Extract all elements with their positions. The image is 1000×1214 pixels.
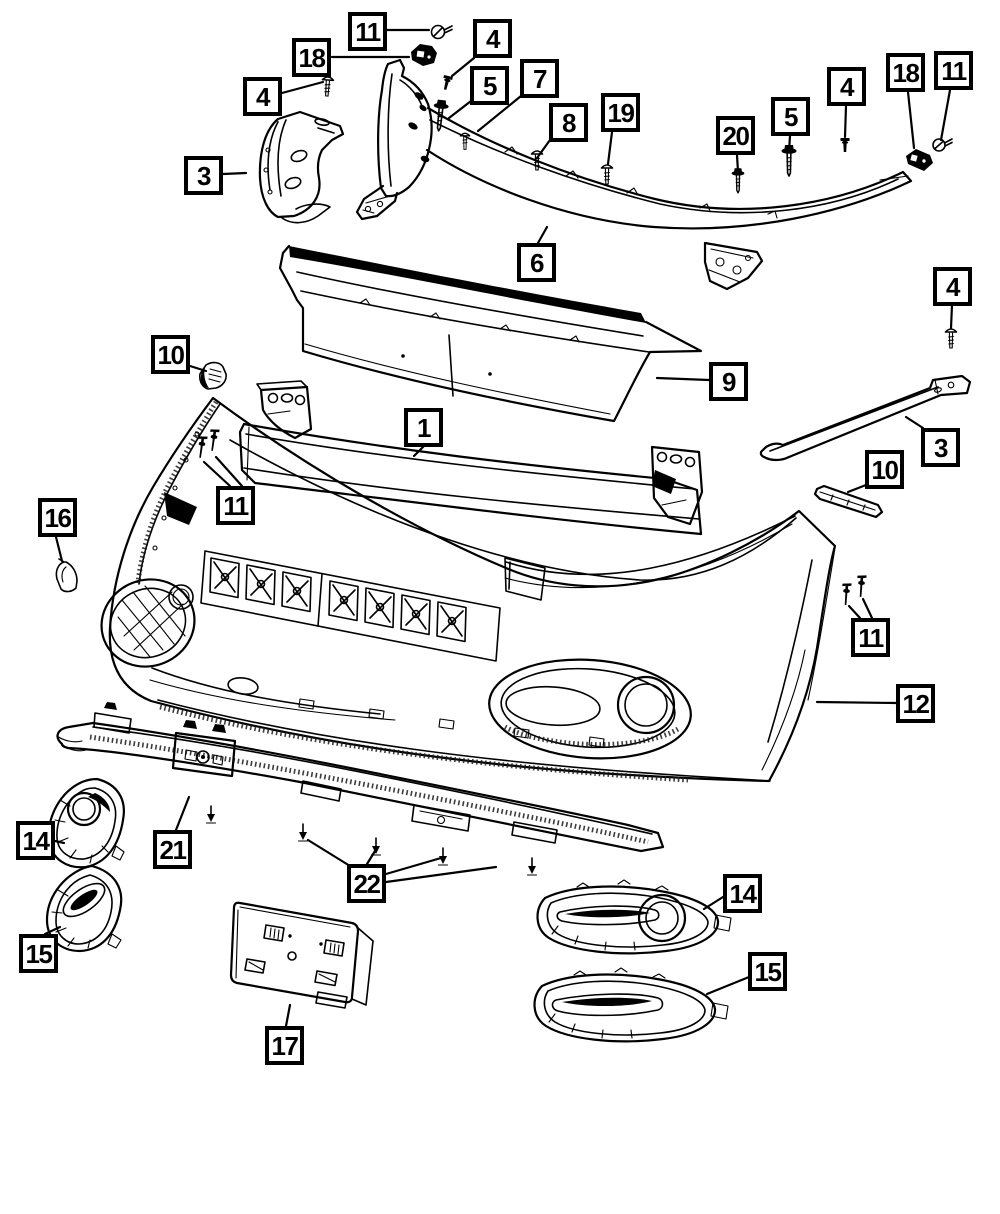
callout-11: 11 (934, 51, 973, 90)
part-fog-bezel-open-left (47, 777, 125, 869)
part-upper-fascia (355, 58, 913, 291)
callout-19: 19 (601, 93, 640, 132)
part-fog-bezel-closed-right (533, 967, 729, 1043)
push-pin-11 (857, 575, 867, 598)
callout-5: 5 (771, 97, 810, 136)
cap-16 (55, 558, 78, 593)
callout-12: 12 (896, 684, 935, 723)
bolt-5-right (781, 145, 797, 177)
screw-11-icon-left (430, 24, 453, 40)
hardware (55, 24, 958, 876)
part-license-bracket (229, 901, 374, 1009)
screw-4-dark-right (840, 138, 850, 152)
callout-20: 20 (716, 116, 755, 155)
part-sight-shield-strip (813, 484, 884, 519)
push-pin-11 (198, 436, 208, 458)
clip-10-left (199, 361, 227, 390)
arrow-pin-22 (370, 837, 382, 856)
part-front-fascia (100, 396, 837, 783)
callout-11: 11 (348, 12, 387, 51)
screw-4-dark-left (443, 74, 453, 90)
callout-4: 4 (473, 19, 512, 58)
callout-8: 8 (549, 103, 588, 142)
screw-pan-19 (600, 164, 614, 185)
callout-4: 4 (243, 77, 282, 116)
callout-18: 18 (292, 38, 331, 77)
part-side-bracket-left (258, 110, 345, 224)
callout-16: 16 (38, 498, 77, 537)
clip-18-left (411, 44, 437, 66)
callout-9: 9 (709, 362, 748, 401)
part-fog-bezel-open-right (536, 879, 732, 955)
callout-18: 18 (886, 53, 925, 92)
screw-pan-4-far-right (944, 328, 958, 349)
push-pin-11 (210, 429, 220, 451)
part-impact-bar (238, 380, 704, 536)
callout-14: 14 (723, 874, 762, 913)
callout-1: 1 (404, 408, 443, 447)
part-lower-valance (56, 702, 665, 853)
callout-15: 15 (19, 934, 58, 973)
screw-pan-4-left (321, 76, 335, 97)
callout-3: 3 (184, 156, 223, 195)
part-support-strip-right (759, 374, 972, 462)
callout-11: 11 (851, 618, 890, 657)
callout-7: 7 (520, 59, 559, 98)
callout-10: 10 (151, 335, 190, 374)
callout-4: 4 (827, 67, 866, 106)
part-fog-bezel-closed-left (45, 864, 123, 953)
screw-11-icon-right (932, 138, 953, 152)
arrow-pin-22 (205, 805, 217, 824)
callout-14: 14 (16, 821, 55, 860)
leader-lines (43, 28, 954, 1028)
part-grille-applique (278, 244, 703, 423)
arrow-pin-22 (437, 847, 449, 866)
callout-17: 17 (265, 1026, 304, 1065)
grille-x-cells (209, 557, 467, 643)
callout-21: 21 (153, 830, 192, 869)
callout-10: 10 (865, 450, 904, 489)
screw-pan-8 (530, 150, 544, 171)
callout-11: 11 (216, 486, 255, 525)
callout-15: 15 (748, 952, 787, 991)
push-pin-11 (842, 583, 852, 606)
screw-pan-7 (459, 132, 471, 150)
callout-5: 5 (470, 66, 509, 105)
fog-lamp-opening-right (488, 658, 692, 760)
callout-4: 4 (933, 267, 972, 306)
arrow-pin-22 (526, 857, 538, 876)
bolt-5-left (433, 99, 449, 132)
side-marker-wedge (164, 492, 197, 525)
bolt-20 (731, 168, 745, 194)
clip-18-right (906, 149, 933, 171)
callout-6: 6 (517, 243, 556, 282)
callout-22: 22 (347, 864, 386, 903)
arrow-pin-22 (297, 823, 309, 842)
callout-3: 3 (921, 428, 960, 467)
